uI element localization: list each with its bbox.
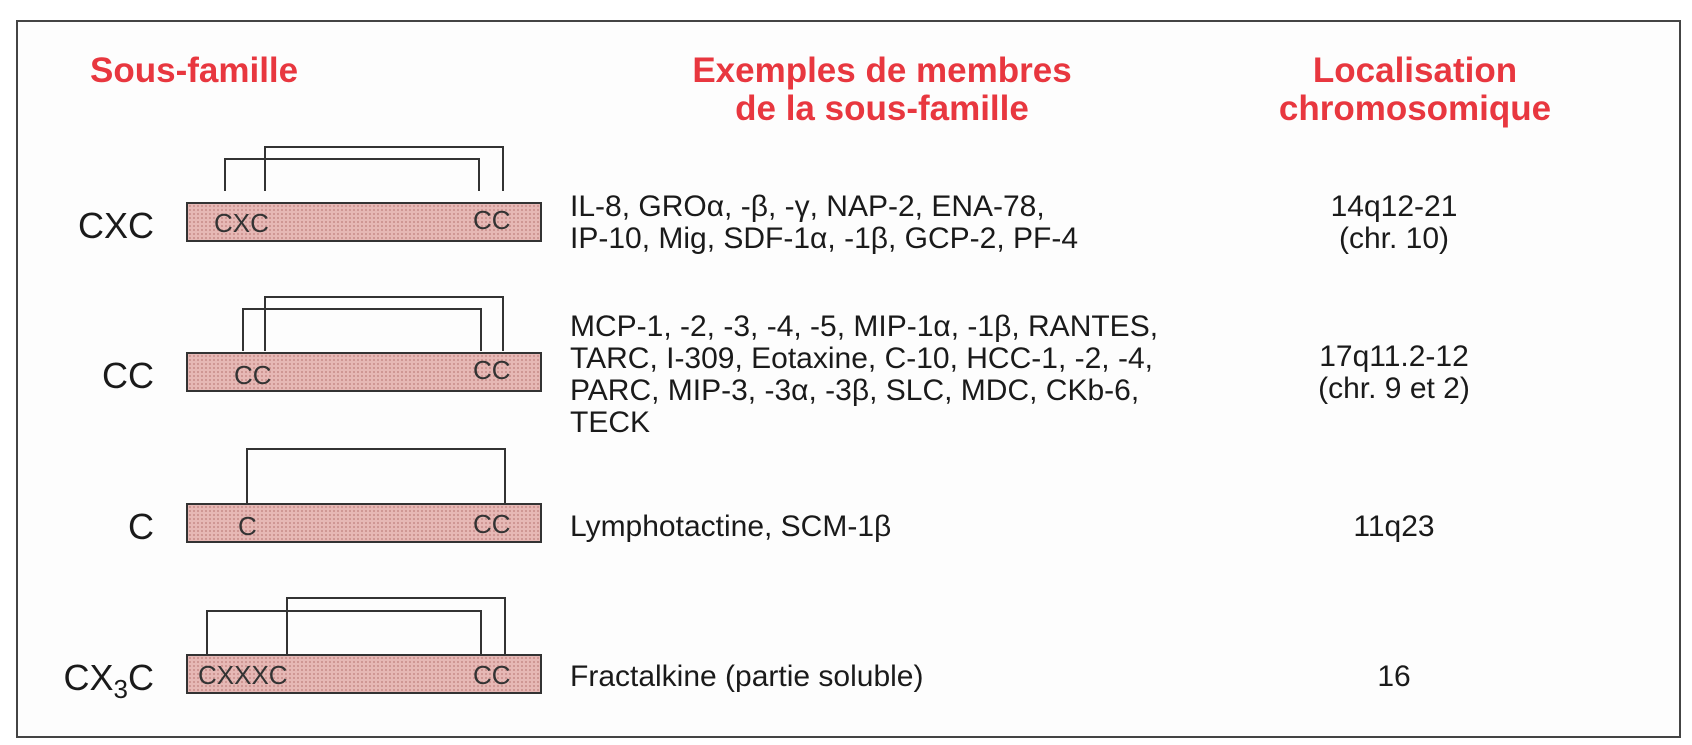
protein-bar-cx3c [186, 654, 542, 694]
row-label-main: CX [63, 657, 114, 698]
location-line: 17q11.2-12 [1319, 340, 1469, 373]
protein-bar-cxc [186, 202, 542, 242]
disulfide-bond-outer [242, 308, 482, 351]
members-line: MCP-1, -2, -3, -4, -5, MIP-1α, -1β, RANT… [570, 310, 1159, 343]
location-line: (chr. 10) [1338, 222, 1450, 255]
members-line: Fractalkine (partie soluble) [570, 660, 924, 693]
disulfide-bond-outer [206, 610, 482, 654]
disulfide-bond-outer [224, 158, 480, 191]
motif-right-c: CC [473, 509, 511, 539]
header-members: Exemples de membres de la sous-famille [672, 52, 1092, 128]
members-cc: MCP-1, -2, -3, -4, -5, MIP-1α, -1β, RANT… [570, 311, 1158, 439]
members-line: TECK [570, 406, 651, 439]
members-line: TARC, I-309, Eotaxine, C-10, HCC-1, -2, … [570, 342, 1153, 375]
disulfide-bond-inner [264, 296, 504, 351]
row-label-cxc: CXC [77, 205, 154, 246]
motif-right-cc: CC [473, 355, 511, 385]
motif-left-cxc: CXC [214, 208, 269, 238]
protein-bar-cc [186, 352, 542, 392]
header-location-line1: Localisation [1312, 51, 1518, 90]
row-label-c: C [128, 506, 154, 547]
row-label-cc: CC [102, 355, 154, 396]
disulfide-bond-inner [286, 597, 506, 654]
motif-right-cx3c: CC [473, 660, 511, 690]
members-line: PARC, MIP-3, -3α, -3β, SLC, MDC, CKb-6, [570, 374, 1140, 407]
location-line: 16 [1377, 660, 1411, 693]
members-line: Lymphotactine, SCM-1β [570, 510, 892, 543]
members-cxc: IL-8, GROα, -β, -γ, NAP-2, ENA-78, IP-10… [570, 191, 1078, 255]
location-cxc: 14q12-21 (chr. 10) [1244, 191, 1544, 255]
motif-left-cx3c: CXXXC [198, 660, 288, 690]
row-label-subscript: 3 [113, 674, 128, 704]
row-label-cx3c: CX3C [14, 658, 154, 709]
location-cx3c: 16 [1244, 661, 1544, 693]
motif-left-c: C [238, 511, 257, 541]
header-members-line1: Exemples de membres [692, 51, 1072, 90]
protein-bar-c [186, 503, 542, 543]
members-line: IP-10, Mig, SDF-1α, -1β, GCP-2, PF-4 [570, 222, 1079, 255]
members-c: Lymphotactine, SCM-1β [570, 511, 891, 543]
header-location: Localisation chromosomique [1255, 52, 1575, 128]
motif-right-cxc: CC [473, 205, 511, 235]
location-line: 14q12-21 [1330, 190, 1458, 223]
header-subfamily: Sous-famille [90, 51, 299, 90]
location-cc: 17q11.2-12 (chr. 9 et 2) [1244, 341, 1544, 405]
disulfide-bond-inner [264, 146, 504, 191]
location-c: 11q23 [1244, 511, 1544, 543]
header-location-line2: chromosomique [1278, 89, 1552, 128]
disulfide-bond [246, 448, 506, 503]
location-line: 11q23 [1353, 510, 1435, 543]
row-label-end: C [128, 657, 154, 698]
members-cx3c: Fractalkine (partie soluble) [570, 661, 923, 693]
members-line: IL-8, GROα, -β, -γ, NAP-2, ENA-78, [570, 190, 1045, 223]
location-line: (chr. 9 et 2) [1318, 372, 1470, 405]
motif-left-cc: CC [234, 360, 272, 390]
header-members-line2: de la sous-famille [735, 89, 1029, 128]
